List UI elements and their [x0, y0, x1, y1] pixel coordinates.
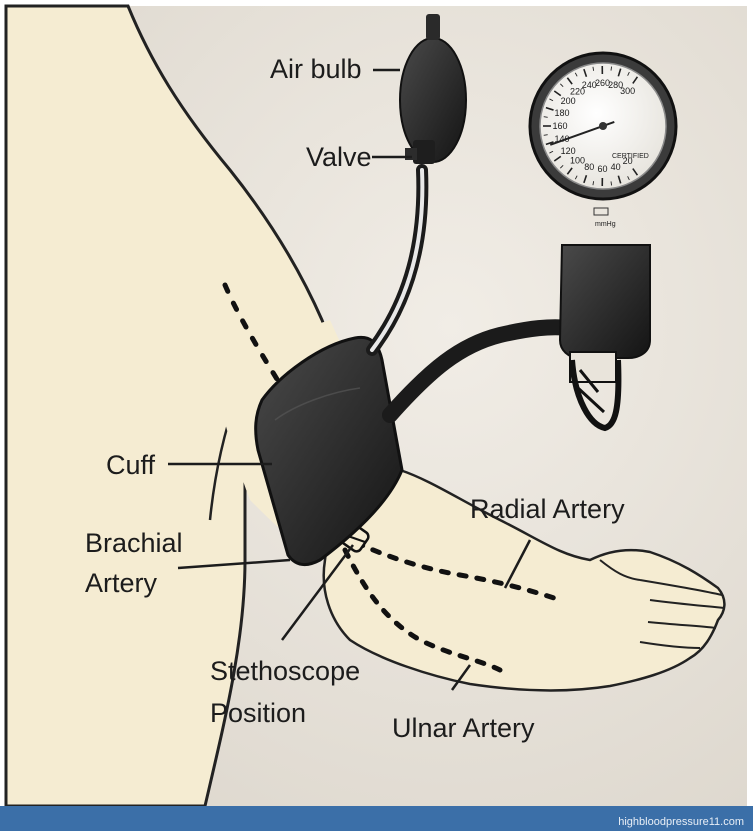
label-ulnar-artery: Ulnar Artery: [392, 713, 535, 743]
label-stethoscope-line2: Position: [210, 698, 306, 728]
label-brachial-line1: Brachial: [85, 528, 183, 558]
label-air-bulb: Air bulb: [270, 54, 362, 84]
label-brachial-line2: Artery: [85, 568, 158, 598]
watermark: highbloodpressure11.com: [618, 816, 744, 828]
gauge-scale-label: 60: [597, 164, 607, 174]
gauge-unit: mmHg: [595, 221, 616, 228]
gauge-scale-label: 160: [552, 121, 567, 131]
gauge-tick: [544, 117, 548, 118]
gauge-scale-label: 100: [570, 156, 585, 166]
gauge-scale-label: 80: [584, 162, 594, 172]
gauge-scale-label: 120: [561, 146, 576, 156]
gauge-scale-label: 180: [555, 108, 570, 118]
gauge-scale-label: 200: [561, 96, 576, 106]
gauge-tick: [611, 67, 612, 71]
gauge-tick: [611, 181, 612, 185]
gauge-scale-label: 300: [620, 86, 635, 96]
label-cuff: Cuff: [106, 450, 156, 480]
label-valve: Valve: [306, 142, 372, 172]
needle-pivot: [599, 122, 607, 130]
gauge-scale-label: 40: [611, 162, 621, 172]
label-stethoscope-line1: Stethoscope: [210, 656, 360, 686]
gauge-tick: [544, 135, 548, 136]
gauge-brand: CERTIFIED: [612, 153, 649, 160]
label-radial-artery: Radial Artery: [470, 494, 625, 524]
